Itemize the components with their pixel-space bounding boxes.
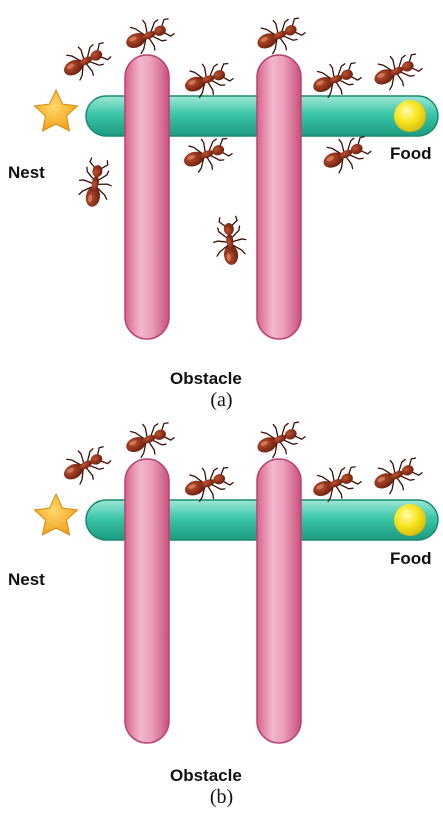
ant-icon [251, 415, 308, 464]
ant-icon [121, 11, 177, 59]
star-icon [35, 90, 78, 131]
ant-icon [179, 131, 235, 177]
ant-icon [251, 11, 308, 60]
ant-icon [317, 130, 374, 179]
ant-icon [212, 216, 248, 267]
food-label: Food [390, 549, 432, 569]
obstacle-pillar-2 [257, 459, 301, 743]
ant-icon [121, 415, 177, 463]
obstacle-label: Obstacle [170, 766, 242, 786]
nest-label: Nest [8, 570, 45, 590]
obstacle-pillar-1 [125, 55, 169, 339]
ant-icon [57, 440, 114, 491]
panel-a: Nest Food Obstacle (a) [0, 0, 443, 400]
food-icon [394, 100, 426, 132]
caption-b: (b) [0, 786, 443, 809]
star-icon [35, 494, 78, 535]
food-icon [394, 504, 426, 536]
ant-icon [368, 451, 425, 500]
ant-icon [57, 36, 114, 87]
food-label: Food [390, 144, 432, 164]
ant-icon [368, 47, 425, 96]
diagram-a [0, 0, 443, 400]
obstacle-pillar-1 [125, 459, 169, 743]
obstacle-pillar-2 [257, 55, 301, 339]
obstacle-label: Obstacle [170, 369, 242, 389]
diagram-b [0, 404, 443, 804]
nest-label: Nest [8, 163, 45, 183]
panel-b: Nest Food Obstacle (b) [0, 404, 443, 804]
ant-icon [75, 157, 115, 210]
